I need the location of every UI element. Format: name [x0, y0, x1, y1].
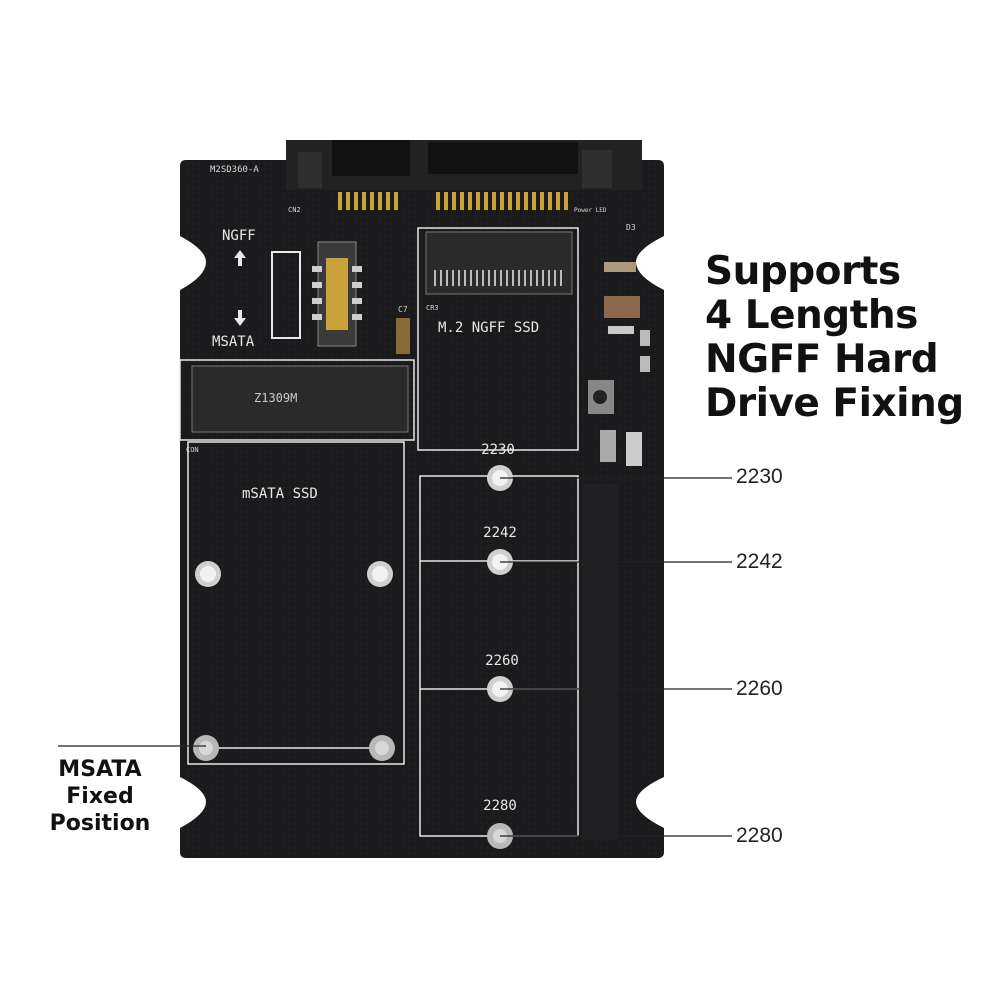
headline-line-1: Supports	[705, 249, 901, 294]
headline-line-4: Drive Fixing	[705, 381, 964, 426]
m2-mark-2260: 2260	[485, 653, 519, 669]
m2-ngff-slot: CR3 M.2 NGFF SSD 2230 2242 2260 2280	[417, 227, 579, 849]
connector-ref: CN2	[288, 206, 301, 214]
capacitor-ref: C7	[398, 305, 408, 314]
board-model-marking: M2SD360-A	[210, 165, 259, 175]
led-ref: D3	[626, 223, 636, 232]
msata-fixed-position-callout: MSATA Fixed Position	[36, 756, 164, 837]
mode-switch: NGFF MSATA C7	[212, 228, 410, 354]
m2-mark-2230: 2230	[481, 442, 515, 458]
msata-label: mSATA SSD	[242, 486, 318, 502]
msata-callout-line-1: MSATA	[58, 757, 142, 782]
arrow-down-icon	[234, 310, 246, 326]
msata-callout-line-3: Position	[49, 811, 151, 836]
headline-line-2: 4 Lengths	[705, 293, 918, 338]
switch-ngff-label: NGFF	[222, 228, 256, 244]
power-led-ref: Power LED	[574, 207, 607, 214]
callout-2260: 2260	[736, 677, 783, 700]
callout-2242: 2242	[736, 550, 783, 573]
m2-mark-2280: 2280	[483, 798, 517, 814]
msata-callout-line-2: Fixed	[66, 784, 134, 809]
switch-msata-label: MSATA	[212, 334, 255, 350]
msata-ref: CON	[186, 446, 199, 454]
callout-lines	[58, 477, 732, 837]
headline: Supports 4 Lengths NGFF Hard Drive Fixin…	[705, 250, 995, 426]
m2-mark-2242: 2242	[483, 525, 517, 541]
msata-slot: Z1309M CON mSATA SSD	[179, 359, 415, 765]
m2-ref: CR3	[426, 304, 439, 312]
msata-mount-holes	[193, 561, 395, 761]
msata-slot-marking: Z1309M	[254, 391, 297, 405]
m2-label: M.2 NGFF SSD	[438, 320, 539, 336]
sata-connector	[286, 140, 642, 210]
smd-components	[582, 262, 650, 840]
callout-2230: 2230	[736, 465, 783, 488]
arrow-up-icon	[234, 250, 246, 266]
headline-line-3: NGFF Hard	[705, 337, 939, 382]
callout-2280: 2280	[736, 824, 783, 847]
